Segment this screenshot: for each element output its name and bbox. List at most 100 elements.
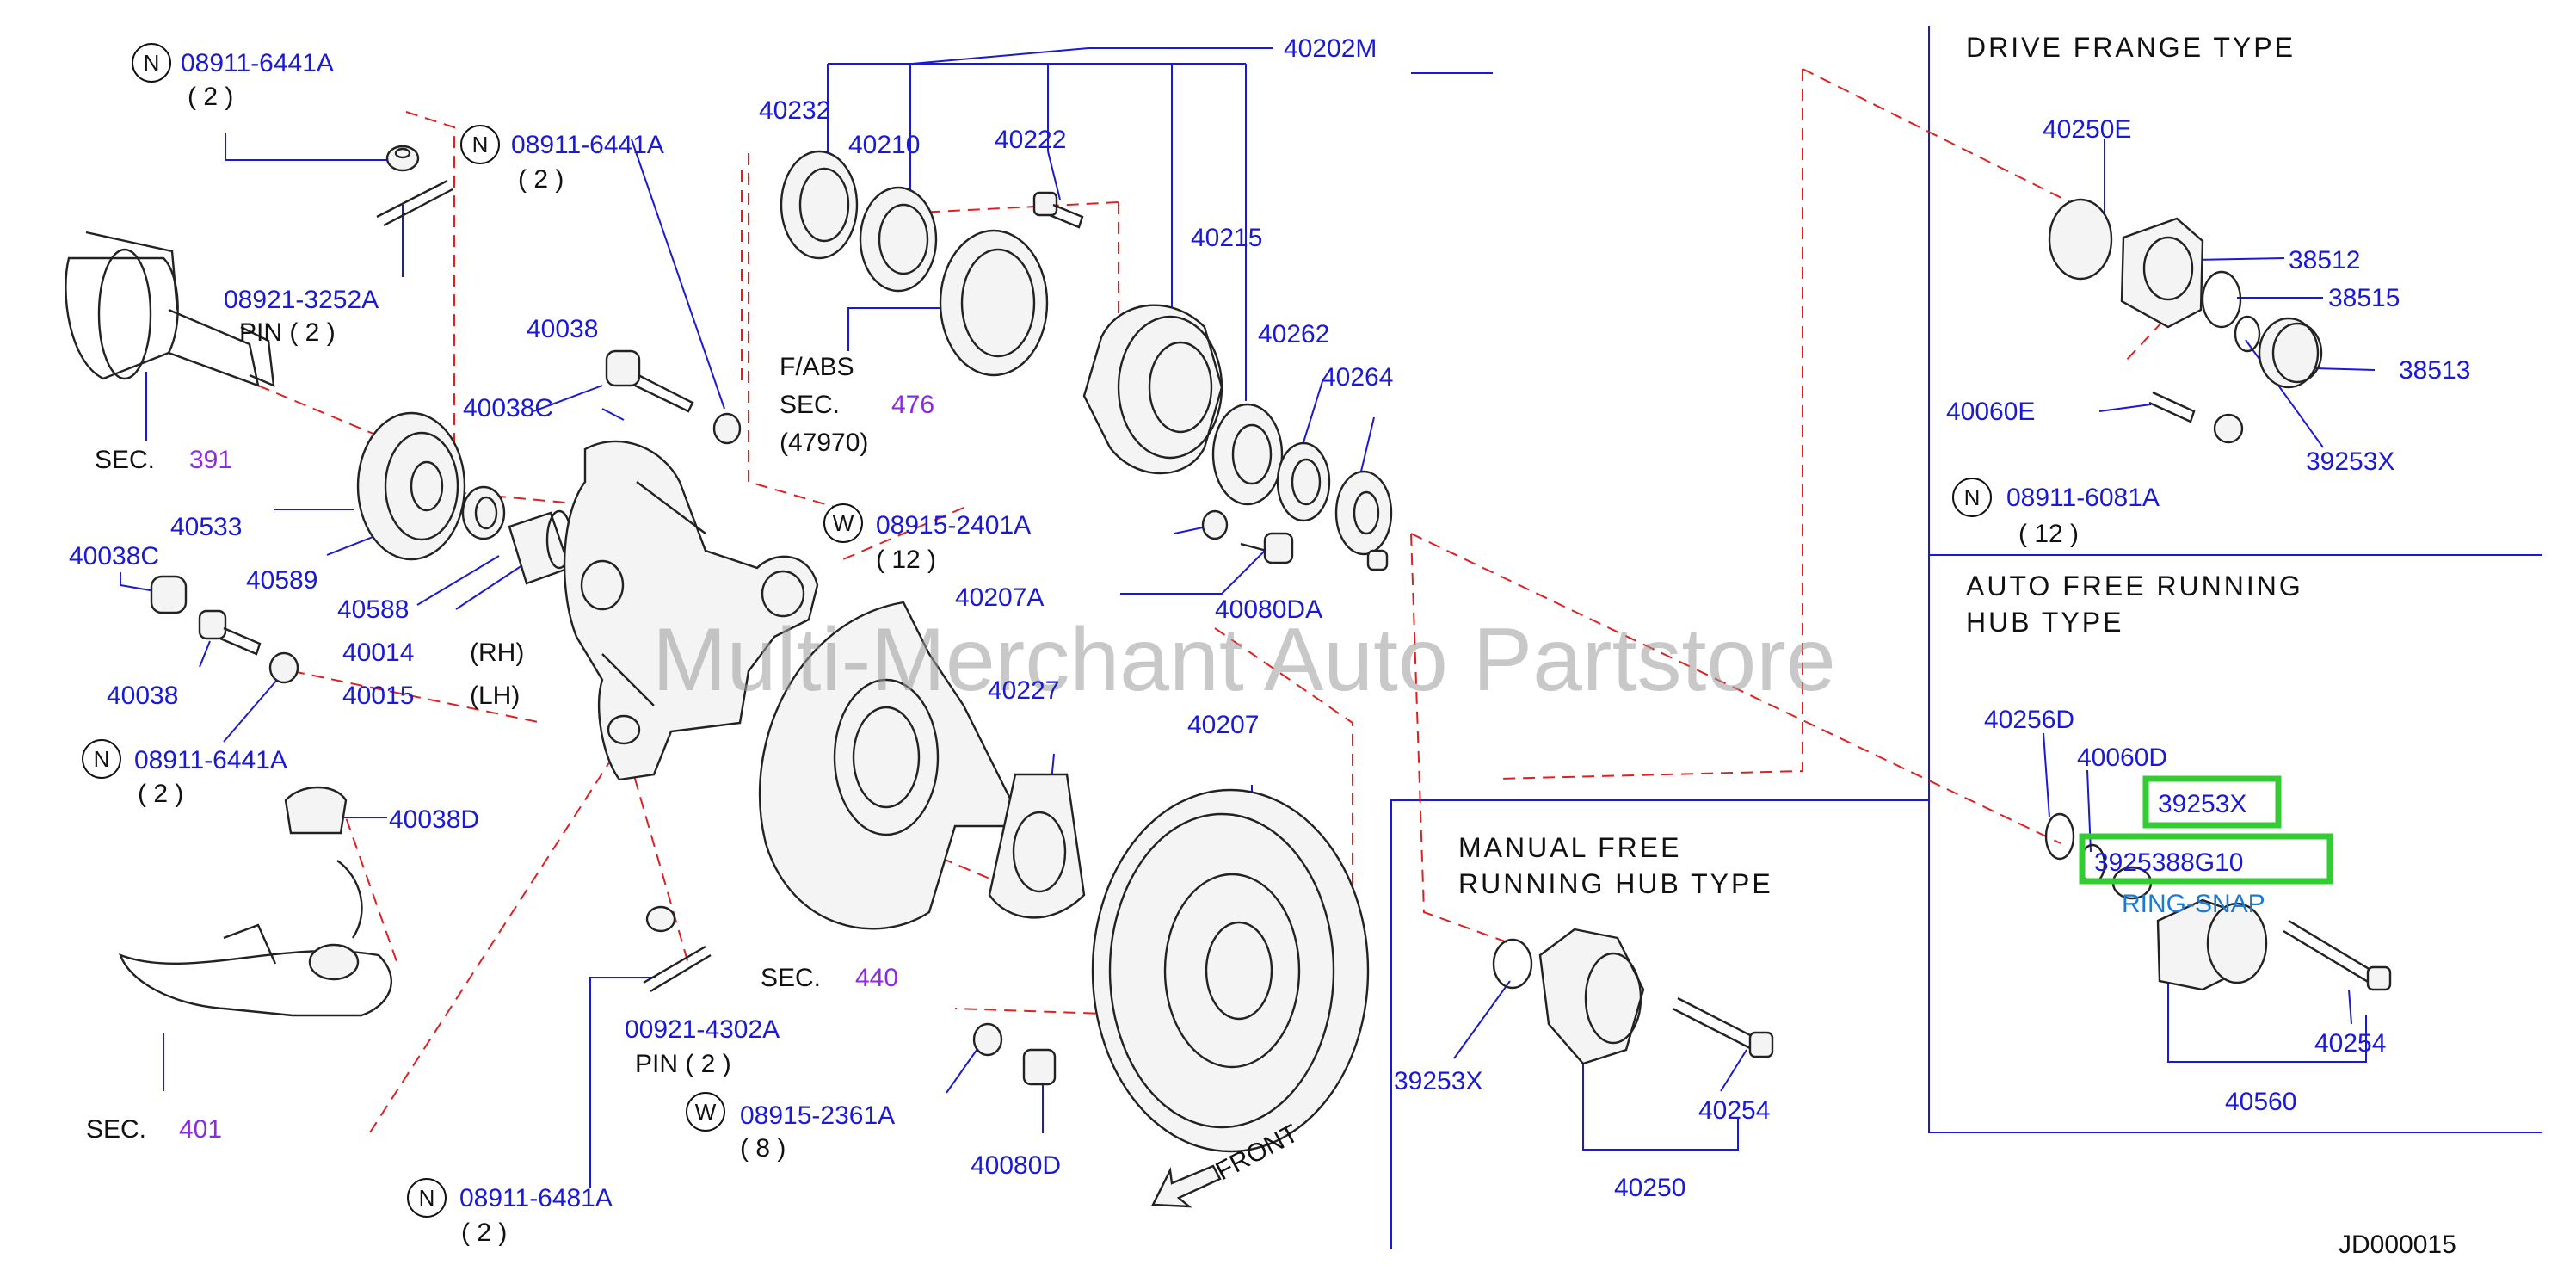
label-40533[interactable]: 40533 [170, 513, 242, 541]
bearing-part-40210 [859, 186, 938, 293]
label-08921-3252a[interactable]: 08921-3252A [224, 286, 379, 314]
label-08911-6481a[interactable]: 08911-6481A [459, 1184, 613, 1212]
label-40015[interactable]: 40015 [342, 682, 414, 710]
qty-n4: ( 2 ) [461, 1218, 507, 1247]
label-40080d[interactable]: 40080D [971, 1151, 1061, 1180]
label-40014[interactable]: 40014 [342, 638, 414, 667]
svg-text:W: W [833, 510, 854, 536]
label-40250e[interactable]: 40250E [2043, 115, 2131, 144]
label-40250[interactable]: 40250 [1614, 1174, 1685, 1202]
label-40227[interactable]: 40227 [988, 676, 1059, 705]
label-39253x-b[interactable]: 39253X [2158, 790, 2246, 818]
label-40038c-a[interactable]: 40038C [463, 394, 553, 423]
bearing-part-40215 [1211, 403, 1284, 506]
sec476-link[interactable]: 476 [891, 391, 934, 419]
hub-part-40202m [1082, 304, 1223, 475]
svg-text:N: N [1964, 484, 1981, 510]
drive-shaft-part [65, 231, 275, 387]
fabs-text: F/ABS [780, 353, 854, 381]
label-40254-b[interactable]: 40254 [1698, 1096, 1770, 1125]
label-40262[interactable]: 40262 [1258, 320, 1329, 349]
label-40207a[interactable]: 40207A [955, 583, 1044, 612]
label-40060e[interactable]: 40060E [1946, 398, 2035, 426]
label-38515[interactable]: 38515 [2328, 284, 2400, 312]
sec391-link[interactable]: 391 [189, 446, 232, 474]
header-auto-free-2: HUB TYPE [1966, 607, 2123, 638]
label-40038-a[interactable]: 40038 [527, 315, 598, 343]
sec401-link[interactable]: 401 [179, 1115, 222, 1144]
cotter-pin-part-b [643, 945, 712, 993]
label-40060d[interactable]: 40060D [2077, 743, 2167, 772]
label-40264[interactable]: 40264 [1322, 363, 1393, 392]
label-40560[interactable]: 40560 [2225, 1088, 2296, 1116]
nut-part-c [268, 651, 299, 684]
label-08911-6081a[interactable]: 08911-6081A [2006, 484, 2160, 512]
qty-w1: ( 12 ) [876, 546, 936, 574]
bolt-part-small [1366, 549, 1389, 571]
highlight-boxes [2079, 775, 2333, 885]
label-40210[interactable]: 40210 [848, 131, 920, 159]
label-38512[interactable]: 38512 [2289, 246, 2360, 275]
badge-w1: W [823, 503, 863, 543]
header-auto-free-1: AUTO FREE RUNNING [1966, 571, 2303, 601]
cotter-pin-part-a [376, 179, 453, 227]
qty-n5: ( 12 ) [2018, 520, 2079, 548]
label-08911-6441a-2[interactable]: 08911-6441A [511, 131, 664, 159]
watermark: Multi-Merchant Auto Partstore [652, 610, 1836, 710]
label-39253x-c[interactable]: 39253X [1394, 1067, 1482, 1095]
label-40202m[interactable]: 40202M [1284, 34, 1377, 63]
label-40232[interactable]: 40232 [759, 96, 830, 125]
label-3925388g10[interactable]: 3925388G10 [2094, 848, 2244, 877]
nut-part-b [712, 412, 742, 445]
pin1-text: PIN ( 2 ) [239, 318, 336, 347]
sec440-link[interactable]: 440 [855, 964, 898, 992]
label-08911-6441a-3[interactable]: 08911-6441A [134, 746, 287, 774]
sec401-text: SEC. [86, 1115, 146, 1144]
label-08911-6441a-1[interactable]: 08911-6441A [181, 49, 334, 77]
hub-part-40560 [2156, 898, 2268, 991]
header-drive-flange: DRIVE FRANGE TYPE [1966, 32, 2296, 63]
qty-n1: ( 2 ) [188, 83, 233, 111]
label-40038d[interactable]: 40038D [389, 805, 479, 834]
label-08915-2361a[interactable]: 08915-2361A [740, 1101, 895, 1130]
svg-text:N: N [419, 1185, 435, 1211]
ring-part-40256d [2044, 812, 2075, 861]
nut-part-a [385, 145, 420, 172]
lower-arm-part [119, 860, 393, 1017]
badges: N N N N N W W [82, 43, 1992, 1218]
label-40589[interactable]: 40589 [246, 566, 317, 595]
label-40254-a[interactable]: 40254 [2314, 1029, 2386, 1058]
washer-part-40080d [972, 1022, 1003, 1057]
label-40222[interactable]: 40222 [995, 126, 1066, 154]
label-08915-2401a[interactable]: 08915-2401A [876, 511, 1031, 540]
knuckle-part [563, 440, 819, 781]
highlight-3925388g10[interactable] [2079, 833, 2333, 885]
highlight-39253x [2142, 775, 2282, 829]
backing-plate-part [758, 601, 1026, 930]
label-40256d[interactable]: 40256D [1984, 706, 2074, 734]
qty-n2: ( 2 ) [518, 165, 564, 194]
bolt-part-40080d [1022, 1048, 1057, 1086]
tone-ring-part [939, 229, 1049, 377]
label-00921-4302a[interactable]: 00921-4302A [625, 1015, 780, 1044]
ring-snap-link[interactable]: RING-SNAP [2122, 890, 2265, 918]
bolt-part-40254-b [1672, 996, 1774, 1058]
label-39253x-a[interactable]: 39253X [2306, 447, 2394, 476]
label-40038-b[interactable]: 40038 [107, 682, 178, 710]
qty-n3: ( 2 ) [138, 780, 183, 808]
section-headers: DRIVE FRANGE TYPE AUTO FREE RUNNING HUB … [1458, 32, 2303, 899]
label-40080da[interactable]: 40080DA [1215, 595, 1322, 624]
part-drawings [65, 145, 2392, 1208]
label-38513[interactable]: 38513 [2399, 356, 2470, 385]
nut-part-e [2213, 413, 2244, 444]
lh-text: (LH) [470, 682, 520, 710]
dashed-leaders [257, 68, 2191, 1133]
sec391-text: SEC. [95, 446, 155, 474]
label-40038c-b[interactable]: 40038C [69, 542, 159, 571]
label-40207[interactable]: 40207 [1187, 711, 1259, 739]
bushing-part-40588 [508, 509, 573, 585]
badge-n1: N [132, 43, 171, 83]
label-40215[interactable]: 40215 [1191, 224, 1262, 252]
label-40588[interactable]: 40588 [337, 595, 409, 624]
sec476-text: SEC. [780, 391, 840, 419]
